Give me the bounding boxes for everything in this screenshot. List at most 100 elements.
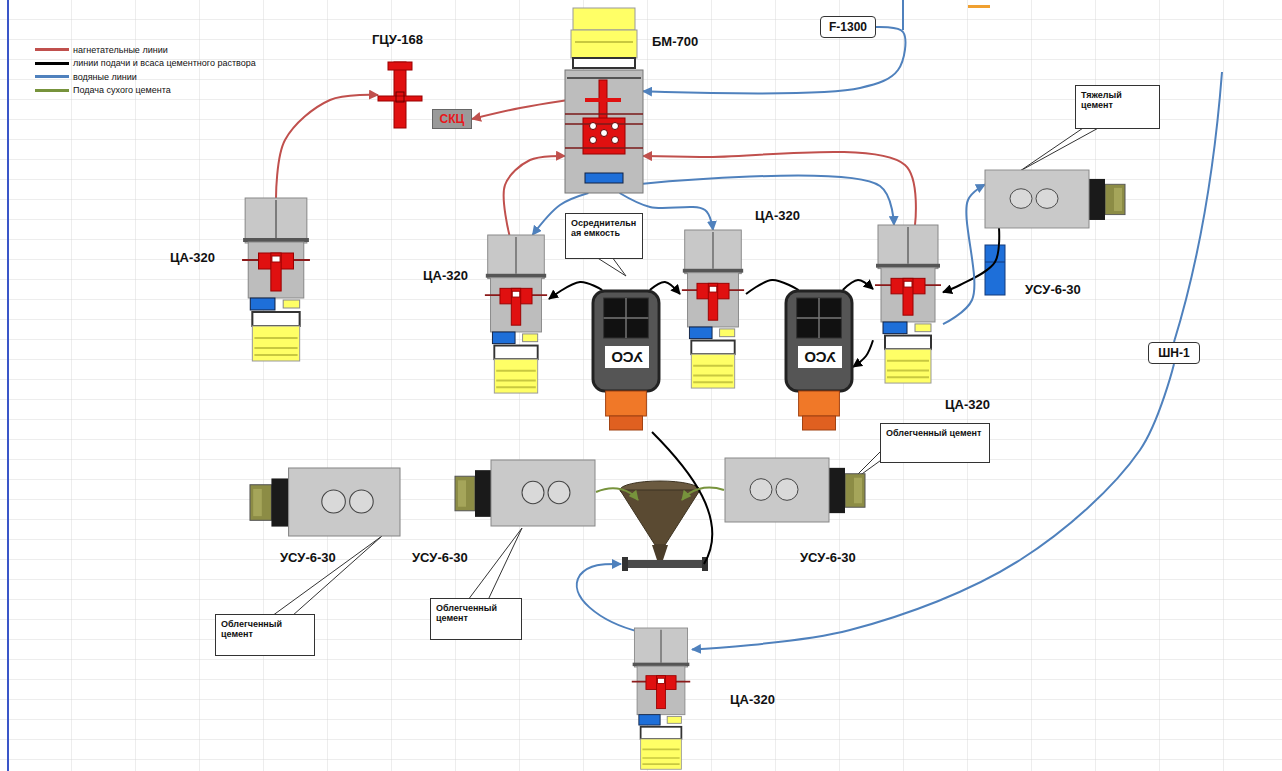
averaging-tank-figure: [802, 416, 835, 430]
legend: нагнетательные линиилинии подачи и всаса…: [35, 43, 256, 97]
callout-tail: [272, 126, 1102, 616]
mixing-unit-figure: [567, 77, 641, 79]
mixing-unit-figure: [565, 8, 643, 193]
cementing-head-figure: [388, 62, 412, 70]
cement-truck-figure: [250, 485, 271, 521]
cement-truck-figure: [985, 170, 1125, 228]
pump-truck-figure: [492, 332, 515, 344]
pump-truck-figure: [720, 329, 735, 337]
callout-text: Тяжелый цемент: [1081, 90, 1154, 111]
pump-truck: ЦА-320: [240, 198, 312, 363]
pump-truck-figure: [688, 273, 739, 327]
averaging-tank-figure: [593, 291, 659, 391]
cement-truck-figure: [455, 460, 595, 526]
cement-truck-figure: [250, 468, 400, 536]
flow-line: [682, 488, 724, 500]
cement-truck-figure: [491, 460, 595, 526]
pump-truck-figure: [680, 230, 746, 390]
pump-truck-figure: [915, 324, 931, 332]
pump-truck-figure: [523, 334, 538, 342]
pump-truck-figure: [252, 326, 299, 361]
unit-label: УСУ-6-30: [800, 550, 856, 565]
mixing-unit-figure: [565, 70, 643, 193]
cement-truck-figure: [1010, 189, 1032, 209]
cement-truck-figure: [985, 170, 1125, 228]
averaging-tank: УСО: [592, 290, 660, 430]
pump-truck-figure: [708, 283, 717, 320]
cement-truck-figure: [522, 481, 544, 503]
mixing-unit-figure: [565, 123, 643, 125]
cement-truck: УСУ-6-30: [250, 468, 400, 536]
averaging-tank-figure: [604, 298, 649, 338]
callout-tail: [468, 528, 522, 600]
pump-truck-figure: [876, 264, 940, 268]
pump-truck-figure: [637, 666, 685, 715]
pump-truck-figure: [250, 298, 275, 310]
legend-swatch: [35, 48, 69, 51]
pump-truck-figure: [494, 346, 537, 360]
pump-truck-figure: [491, 278, 542, 332]
cementing-head-figure: [394, 62, 406, 128]
flow-line: [276, 95, 378, 198]
pump-truck-figure: [515, 237, 516, 274]
callout-box: Облегченный цемент: [430, 598, 522, 640]
pump-truck-figure: [639, 715, 660, 725]
flow-line: [643, 152, 916, 225]
pump-truck-figure: [885, 336, 931, 350]
pump-truck-figure: [632, 628, 690, 769]
pump-truck: ЦА-320: [630, 628, 692, 771]
cement-truck-figure: [1105, 184, 1125, 214]
pump-truck-figure: [689, 327, 712, 339]
mixing-unit-figure: [585, 98, 621, 102]
mixing-unit-figure: [601, 130, 608, 137]
pump-truck-figure: [494, 359, 537, 393]
pump-truck-figure: [496, 379, 536, 381]
pump-truck-figure: [511, 288, 520, 325]
pump-truck-figure: [887, 369, 929, 371]
tank-label: УСО: [605, 346, 649, 368]
unit-label: ГЦУ-168: [372, 32, 423, 47]
callout-text: Облегченный цемент: [221, 619, 309, 640]
legend-swatch: [35, 75, 69, 78]
cement-truck-figure: [455, 460, 595, 526]
unit-label: БМ-700: [652, 34, 698, 49]
cement-truck-figure: [253, 489, 262, 516]
legend-text: линии подачи и всаса цементного раствора: [73, 58, 256, 68]
callout-tail: [596, 257, 626, 276]
pump-truck-figure: [903, 278, 913, 315]
legend-row: линии подачи и всаса цементного раствора: [35, 57, 256, 71]
averaging-tank-figure: [786, 291, 852, 391]
mixing-unit-figure: [573, 8, 635, 30]
cement-truck-figure: [725, 458, 829, 522]
source-box: F-1300: [820, 16, 876, 38]
legend-row: нагнетательные линии: [35, 43, 256, 57]
pump-truck-figure: [245, 198, 307, 243]
pump-truck-figure: [693, 381, 733, 383]
mixing-unit-figure: [575, 41, 633, 43]
pump-truck-figure: [254, 354, 297, 356]
pump-truck-figure: [657, 676, 666, 709]
pump-truck-figure: [883, 322, 907, 334]
callout-text: Облегченный цемент: [436, 603, 516, 624]
flow-line: [577, 564, 640, 632]
cement-truck-figure: [725, 458, 865, 522]
pump-truck-figure: [283, 300, 299, 308]
box-label: СКЦ: [440, 112, 465, 126]
pump-truck: ЦА-320: [483, 235, 549, 395]
flow-line: [577, 0, 1222, 632]
pump-truck-figure: [657, 678, 664, 683]
cement-truck-figure: [1114, 188, 1122, 211]
averaging-tank: УСО: [785, 290, 853, 430]
cementing-head-figure: [378, 62, 422, 128]
cement-truck-figure: [455, 476, 475, 511]
unit-label: ЦА-320: [755, 208, 800, 223]
cement-truck-figure: [854, 478, 862, 504]
cement-truck: УСУ-6-30: [985, 170, 1125, 228]
cement-truck-figure: [350, 490, 374, 513]
source-box: ШН-1: [1148, 342, 1200, 364]
cementing-head-figure: [396, 92, 404, 102]
callout-tail: [1020, 126, 1102, 171]
pump-truck-figure: [693, 374, 733, 376]
unit-label: УСУ-6-30: [412, 550, 468, 565]
